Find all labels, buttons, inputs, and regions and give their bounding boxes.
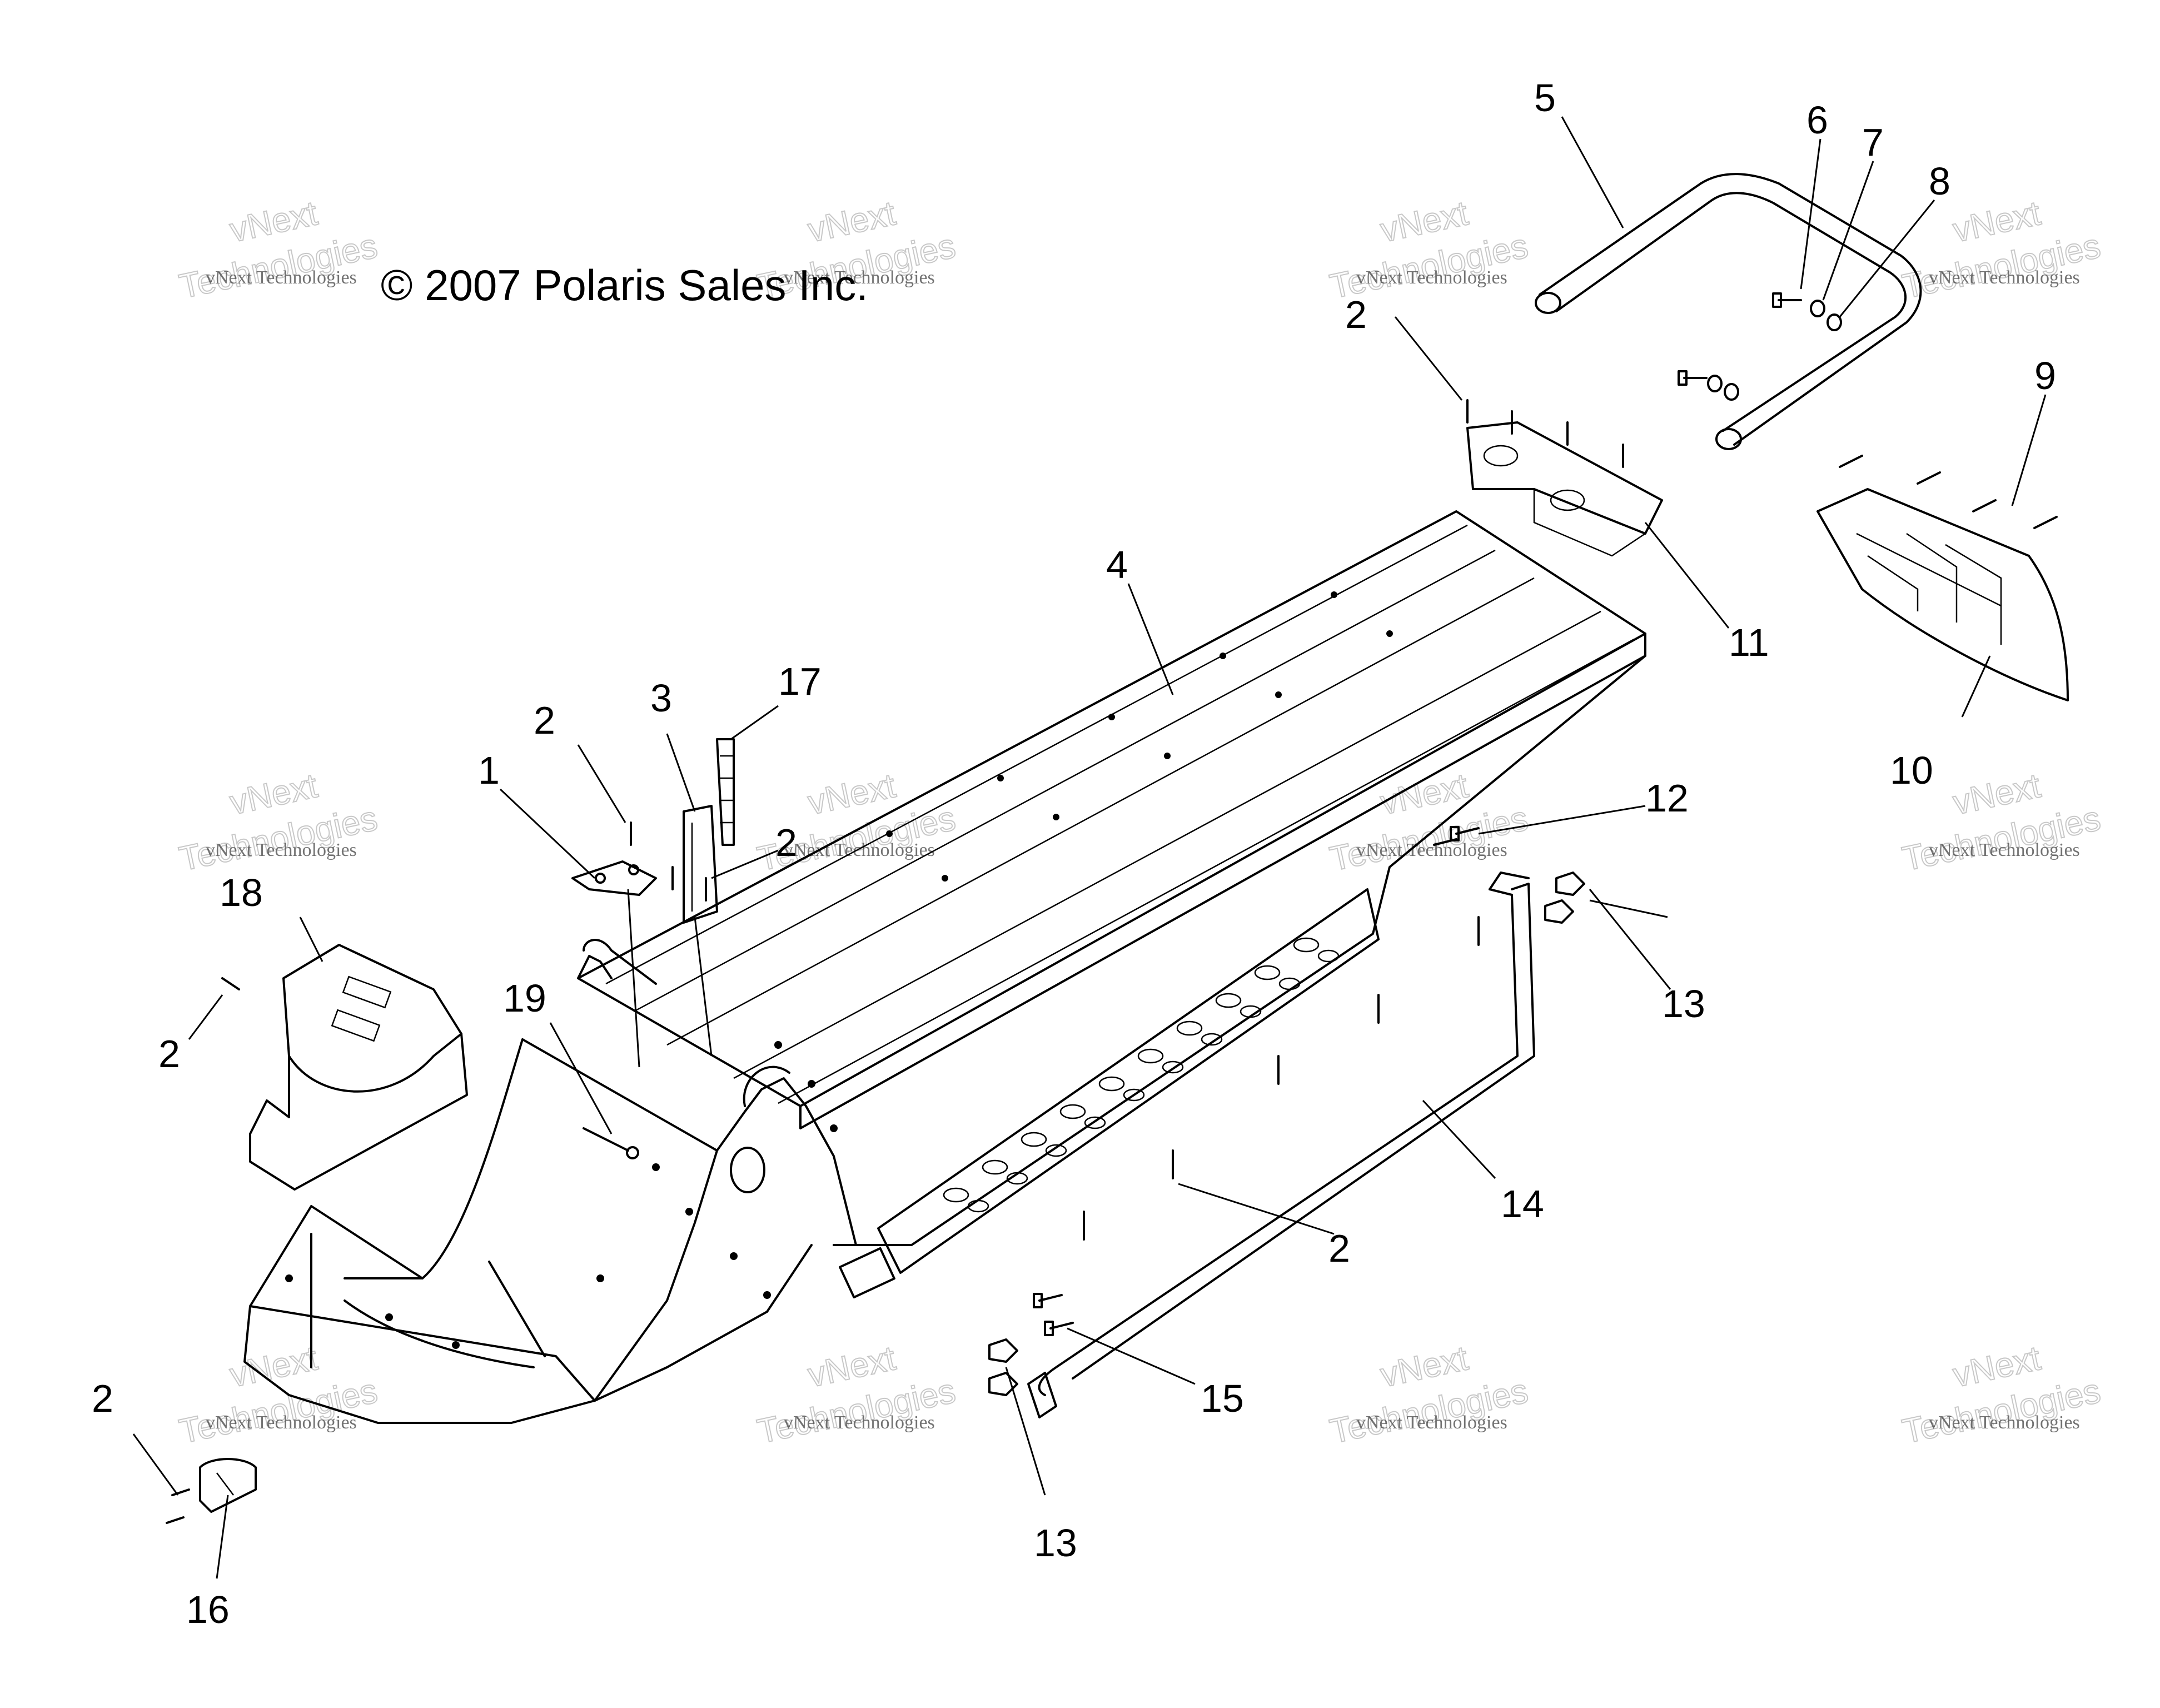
callout-16: 16: [186, 1588, 230, 1631]
part-6-7-8-hardware: [1678, 292, 1842, 401]
chassis-rivets: [285, 591, 1393, 1349]
callout-13: 13: [1662, 982, 1705, 1025]
callout-6: 6: [1806, 98, 1828, 142]
running-board-holes: [943, 937, 1340, 1213]
watermark: vNext Technologies vNext Technologies: [1326, 1338, 1532, 1452]
callout-19: 19: [503, 977, 546, 1020]
callout-5: 5: [1534, 76, 1556, 119]
copyright-notice: © 2007 Polaris Sales Inc.: [381, 261, 868, 310]
part-19-pin: [583, 1127, 639, 1159]
part-17-strap: [716, 738, 735, 846]
watermarks: vNext Technologies vNext Technologies vN…: [176, 193, 2104, 1452]
callout-2: 2: [158, 1032, 180, 1075]
callout-18: 18: [220, 871, 263, 914]
svg-text:vNext Technologies: vNext Technologies: [1929, 1412, 2080, 1433]
svg-text:vNext Technologies: vNext Technologies: [1356, 267, 1507, 288]
callout-12: 12: [1645, 776, 1689, 820]
watermark: vNext Technologies vNext Technologies: [176, 766, 381, 879]
callout-7: 7: [1862, 121, 1884, 164]
svg-text:vNext Technologies: vNext Technologies: [784, 1412, 935, 1433]
part-14-bumper: [1027, 872, 1535, 1418]
part-5-grab-bar: [1535, 173, 1922, 450]
svg-text:vNext Technologies: vNext Technologies: [206, 840, 357, 860]
part-15-bolts: [1033, 1293, 1074, 1336]
callout-2: 2: [92, 1377, 113, 1420]
watermark: vNext Technologies vNext Technologies: [176, 1338, 381, 1452]
svg-text:vNext Technologies: vNext Technologies: [784, 840, 935, 860]
part-18-front-bracket: [249, 944, 468, 1191]
bulkhead-hole-left: [730, 1147, 765, 1193]
callout-14: 14: [1501, 1182, 1544, 1226]
callout-13: 13: [1034, 1521, 1077, 1565]
watermark: vNext Technologies vNext Technologies: [1899, 193, 2104, 307]
part-13-nuts: [988, 872, 1585, 1396]
callout-3: 3: [650, 676, 672, 720]
callout-8: 8: [1929, 160, 1950, 203]
svg-text:vNext Technologies: vNext Technologies: [1929, 840, 2080, 860]
part-1-bracket: [571, 860, 657, 896]
part-3-strap-mount: [683, 805, 718, 924]
callout-9: 9: [2034, 354, 2056, 397]
watermark: vNext Technologies vNext Technologies: [176, 193, 381, 307]
watermark: vNext Technologies vNext Technologies: [754, 1338, 959, 1452]
callout-2: 2: [534, 699, 555, 742]
chassis-tunnel: [243, 510, 1646, 1424]
watermark: vNext Technologies vNext Technologies: [1899, 1338, 2104, 1452]
callouts: 1 2 2 2 2 2 2 3 4 5 6 7 8 9 10 11 12 13 …: [92, 76, 2056, 1631]
svg-text:vNext Technologies: vNext Technologies: [784, 267, 935, 288]
leader-lines: [132, 116, 2047, 1579]
callout-4: 4: [1106, 543, 1128, 586]
part-11-rear-bracket: [1466, 421, 1663, 557]
part-10-snow-flap: [1816, 488, 2069, 701]
svg-text:vNext Technologies: vNext Technologies: [206, 1412, 357, 1433]
callout-10: 10: [1890, 749, 1933, 792]
part-2-rivets: [166, 399, 1624, 1524]
callout-11: 11: [1729, 621, 1769, 664]
svg-text:vNext Technologies: vNext Technologies: [1356, 840, 1507, 860]
callout-2: 2: [1328, 1227, 1350, 1270]
watermark: vNext Technologies vNext Technologies: [1326, 766, 1532, 879]
callout-2: 2: [1345, 293, 1367, 336]
part-16-front-plate: [199, 1458, 257, 1513]
part-9-rivets: [1839, 455, 2058, 529]
svg-text:vNext Technologies: vNext Technologies: [1356, 1412, 1507, 1433]
callout-2: 2: [775, 821, 797, 864]
callout-1: 1: [478, 749, 500, 792]
bulkhead-hole-right: [839, 1247, 895, 1299]
callout-15: 15: [1201, 1377, 1244, 1420]
part-12-bolt: [1433, 826, 1480, 846]
svg-text:vNext Technologies: vNext Technologies: [1929, 267, 2080, 288]
callout-17: 17: [778, 660, 822, 703]
svg-text:vNext Technologies: vNext Technologies: [206, 267, 357, 288]
